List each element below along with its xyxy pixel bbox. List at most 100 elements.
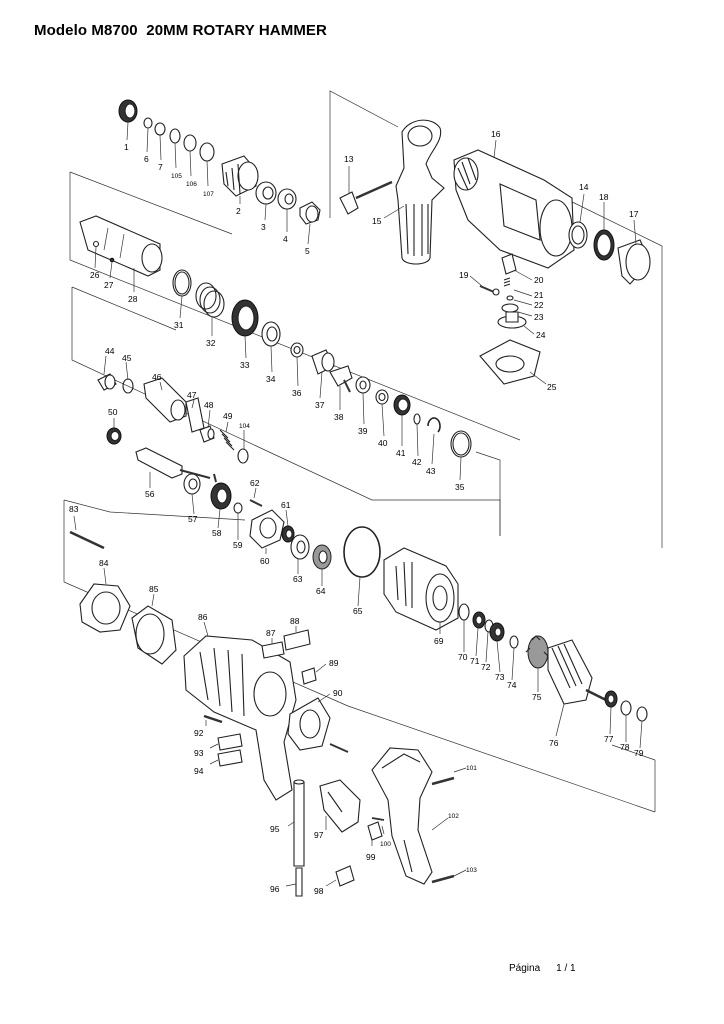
part-label: 17 [629,209,639,219]
part-drawing-21 [503,277,511,287]
part-label: 21 [534,290,544,300]
part-drawing-27 [109,257,115,263]
part-label: 59 [233,540,243,550]
page-footer: Página 1 / 1 [509,963,576,974]
part-drawing-25 [479,339,541,385]
part-drawing-47 [185,397,205,433]
part-drawing-18 [593,229,615,261]
part-label: 99 [366,852,376,862]
part-label: 79 [634,748,644,758]
part-label: 16 [491,129,501,139]
part-drawing-4 [277,188,297,210]
part-drawing-43 [427,417,441,433]
part-drawing-3 [255,181,277,205]
part-drawing-92 [203,714,223,724]
part-drawing-42 [413,413,421,425]
part-label: 107 [203,191,214,198]
part-drawing-57 [183,473,201,495]
part-drawing-70 [458,603,470,621]
part-label: 2 [236,206,241,216]
part-drawing-86 [183,635,297,801]
part-drawing-105 [169,128,181,144]
part-drawing-32 [195,282,225,318]
part-label: 106 [186,181,197,188]
part-label: 3 [261,222,266,232]
part-drawing-28 [79,215,163,277]
part-drawing-79 [636,706,648,722]
part-drawing-20 [501,253,517,275]
part-drawing-85 [131,605,177,665]
part-drawing-14 [568,221,588,249]
part-label: 85 [149,584,159,594]
part-drawing-95 [293,779,305,867]
part-drawing-40 [375,389,389,405]
part-label: 97 [314,830,324,840]
part-label: 73 [495,672,505,682]
part-drawing-33 [231,299,259,337]
part-label: 102 [448,813,459,820]
part-drawing-98 [335,865,355,887]
part-drawing-58 [210,473,232,510]
part-label: 7 [158,162,163,172]
part-label: 20 [534,275,544,285]
part-drawing-6 [143,117,153,129]
part-drawing-94 [217,749,243,767]
part-label: 77 [604,734,614,744]
part-label: 43 [426,466,436,476]
part-label: 105 [171,173,182,180]
part-label: 15 [372,216,382,226]
part-drawing-107 [199,142,215,162]
part-drawing-73 [489,622,505,642]
part-label: 24 [536,330,546,340]
part-label: 46 [152,372,162,382]
part-drawing-15 [395,119,445,265]
part-label: 36 [292,388,302,398]
part-drawing-44 [97,373,117,391]
diagram-title: Modelo M8700 20MM ROTARY HAMMER [34,22,327,39]
part-label: 18 [599,192,609,202]
part-label: 70 [458,652,468,662]
part-label: 72 [481,662,491,672]
part-label: 4 [283,234,288,244]
part-label: 62 [250,478,260,488]
part-label: 89 [329,658,339,668]
part-drawing-26 [92,240,100,248]
part-drawing-46 [143,377,187,423]
part-drawing-104 [237,448,249,464]
part-label: 44 [105,346,115,356]
part-label: 61 [281,500,291,510]
part-drawing-7 [154,122,166,136]
part-drawing-37 [311,349,335,375]
page-number: 1 / 1 [556,963,576,974]
part-drawing-19 [479,285,500,296]
part-drawing-71 [472,611,486,629]
part-label: 65 [353,606,363,616]
part-drawing-100 [371,817,385,821]
part-drawing-78 [620,700,632,716]
part-label: 101 [466,765,477,772]
part-drawing-97 [319,779,361,833]
part-label: 6 [144,154,149,164]
part-drawing-102 [371,747,433,885]
part-drawing-103 [431,874,455,884]
part-label: 34 [266,374,276,384]
part-label: 83 [69,504,79,514]
part-drawing-62 [249,499,263,507]
part-drawing-63 [290,534,310,560]
part-label: 35 [455,482,465,492]
part-label: 104 [239,423,250,430]
part-label: 48 [204,400,214,410]
part-drawing-89 [301,667,317,685]
part-label: 26 [90,270,100,280]
part-label: 69 [434,636,444,646]
part-drawing-48 [199,425,215,443]
page-label: Página [509,963,541,974]
part-label: 95 [270,824,280,834]
part-label: 90 [333,688,343,698]
part-label: 27 [104,280,114,290]
part-label: 41 [396,448,406,458]
part-drawing-16 [453,149,575,269]
part-drawing-64 [312,544,332,570]
part-drawing-24 [497,311,527,329]
part-label: 49 [223,411,233,421]
